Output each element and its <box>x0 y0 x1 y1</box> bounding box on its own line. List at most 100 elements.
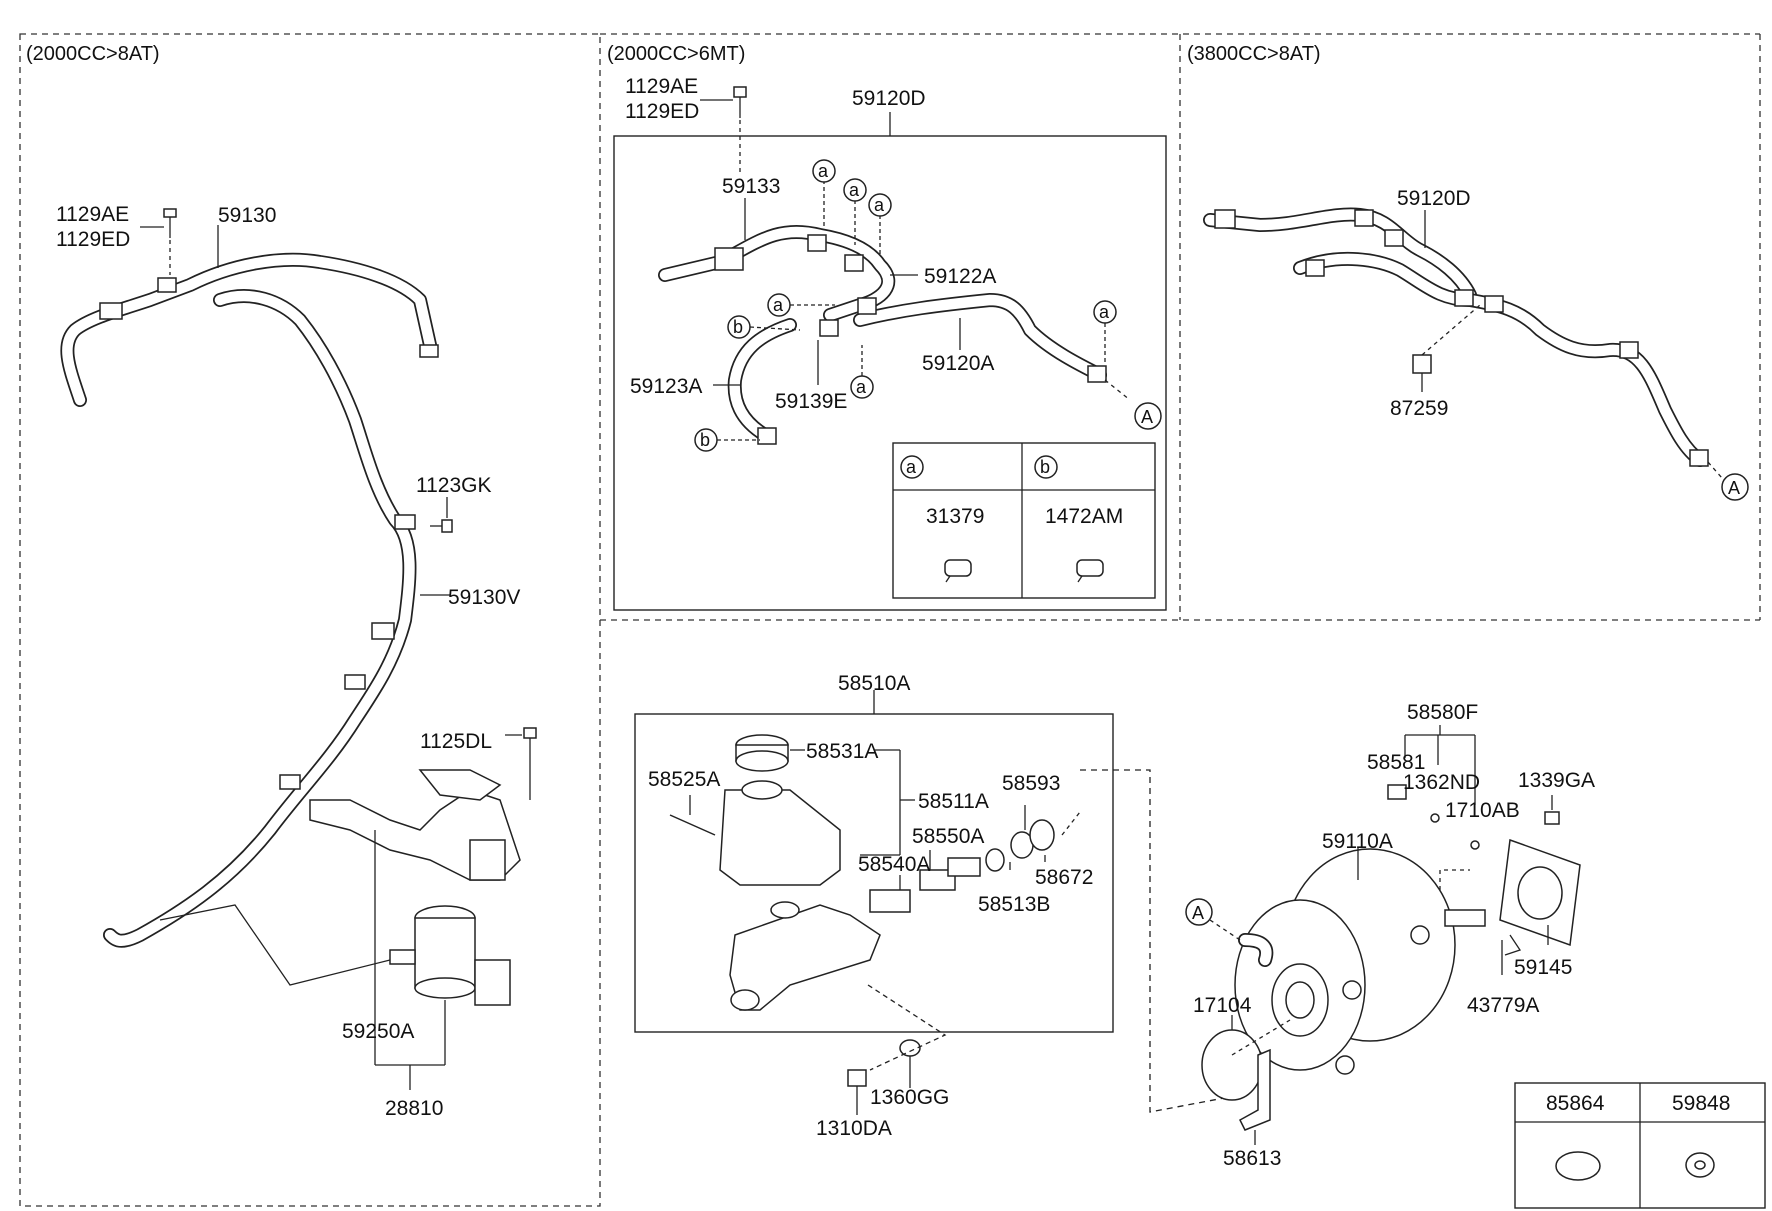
clamp-icon <box>757 427 777 445</box>
section-title-3800cc-8at: (3800CC>8AT) <box>1187 43 1321 65</box>
part-label: 59110A <box>1322 830 1393 853</box>
callout-b: b <box>694 428 718 452</box>
svg-text:a: a <box>874 195 885 215</box>
pin-icon <box>1470 840 1480 850</box>
section-1-drawing <box>60 208 537 1090</box>
callout-A: A <box>1721 473 1749 501</box>
clamp-icon <box>844 254 864 272</box>
part-label: 58513B <box>978 893 1050 916</box>
bracket-icon <box>1239 1048 1271 1131</box>
callout-A: A <box>1185 898 1213 926</box>
section-2-drawing <box>613 86 1167 611</box>
part-label: 1710AB <box>1445 799 1520 822</box>
part-label: 59145 <box>1514 956 1572 979</box>
gasket-icon <box>1499 838 1581 947</box>
brake-booster-icon <box>1234 848 1456 1075</box>
plug-icon <box>1555 1151 1601 1181</box>
part-label: 59120D <box>1397 187 1471 210</box>
clamp-icon <box>1619 341 1639 359</box>
bolt-icon <box>430 519 453 533</box>
clamp-icon <box>419 344 439 358</box>
part-label: 58510A <box>838 672 910 695</box>
bracket-icon <box>714 247 744 271</box>
part-label: 1125DL <box>420 730 492 753</box>
clip-icon <box>1430 813 1440 823</box>
part-label: 59133 <box>722 175 780 198</box>
svg-text:a: a <box>849 180 860 200</box>
legend-header-b: b <box>1034 455 1058 479</box>
part-label: 1129ED <box>56 228 130 251</box>
reservoir-cap-icon <box>735 734 789 772</box>
part-label: 58613 <box>1223 1147 1281 1170</box>
clamp-icon <box>807 234 827 252</box>
part-label: 59123A <box>630 375 702 398</box>
svg-text:a: a <box>856 377 867 397</box>
clamp-icon <box>857 297 877 315</box>
clamp-icon <box>1354 209 1374 227</box>
cover-icon <box>1201 1029 1263 1101</box>
bolt-icon <box>163 208 177 238</box>
part-label: 1123GK <box>416 474 492 497</box>
part-label: 87259 <box>1390 397 1448 420</box>
part-label: 58531A <box>806 740 878 763</box>
part-label: 1362ND <box>1403 771 1480 794</box>
clip-icon <box>1076 559 1104 583</box>
part-label: 1129AE <box>56 203 129 226</box>
svg-text:b: b <box>1040 457 1050 477</box>
part-label: 58550A <box>912 825 984 848</box>
part-label: 1339GA <box>1518 769 1595 792</box>
svg-text:b: b <box>733 317 743 337</box>
part-label: 58540A <box>858 853 930 876</box>
part-label: 59848 <box>1672 1092 1730 1115</box>
bolt-icon <box>733 86 747 118</box>
master-cylinder-icon <box>729 901 881 1011</box>
part-label: 58581 <box>1367 751 1425 774</box>
callout-A: A <box>1134 402 1162 430</box>
svg-text:a: a <box>1099 302 1110 322</box>
bolt-icon <box>523 727 537 800</box>
nut-icon <box>847 1069 867 1087</box>
callout-a: a <box>1093 300 1117 324</box>
part-label: 59120D <box>852 87 926 110</box>
part-label: 58672 <box>1035 866 1093 889</box>
clamp-icon <box>819 319 839 337</box>
clamp-icon <box>1484 295 1504 313</box>
callout-a: a <box>850 375 874 399</box>
svg-text:a: a <box>773 295 784 315</box>
pin-icon <box>1387 784 1407 800</box>
part-label: 59139E <box>775 390 847 413</box>
clamp-icon <box>1454 289 1474 307</box>
clamp-icon <box>1214 209 1236 229</box>
part-label: 59130V <box>448 586 520 609</box>
part-label: 59120A <box>922 352 994 375</box>
part-label: 58593 <box>1002 772 1060 795</box>
bottom-parts-table <box>1514 1082 1766 1209</box>
clip-icon <box>1412 354 1432 374</box>
clamp-icon <box>1087 365 1107 383</box>
callout-a: a <box>868 193 892 217</box>
clamp-icon <box>371 622 395 640</box>
o-ring-icon <box>1029 819 1055 851</box>
svg-text:a: a <box>818 161 829 181</box>
svg-text:A: A <box>1192 903 1204 923</box>
svg-text:A: A <box>1141 407 1153 427</box>
section-4-drawing <box>634 690 1241 1115</box>
svg-text:A: A <box>1728 478 1740 498</box>
part-label: 58511A <box>918 790 989 813</box>
part-label: 59122A <box>924 265 996 288</box>
part-label: 28810 <box>385 1097 443 1120</box>
part-label: 1472AM <box>1045 505 1123 528</box>
callout-a: a <box>843 178 867 202</box>
section-frames <box>19 33 1761 1207</box>
clamp-icon <box>1305 259 1325 277</box>
push-rod-icon <box>1444 909 1486 927</box>
section-5-drawing <box>1201 725 1581 1145</box>
section-title-2000cc-8at: (2000CC>8AT) <box>26 43 160 65</box>
part-label: 1129AE <box>625 75 698 98</box>
clamp-icon <box>157 277 177 293</box>
section-title-2000cc-6mt: (2000CC>6MT) <box>607 43 745 65</box>
section-3-drawing <box>1203 207 1723 479</box>
nut-icon <box>1544 811 1560 825</box>
callout-b: b <box>727 315 751 339</box>
